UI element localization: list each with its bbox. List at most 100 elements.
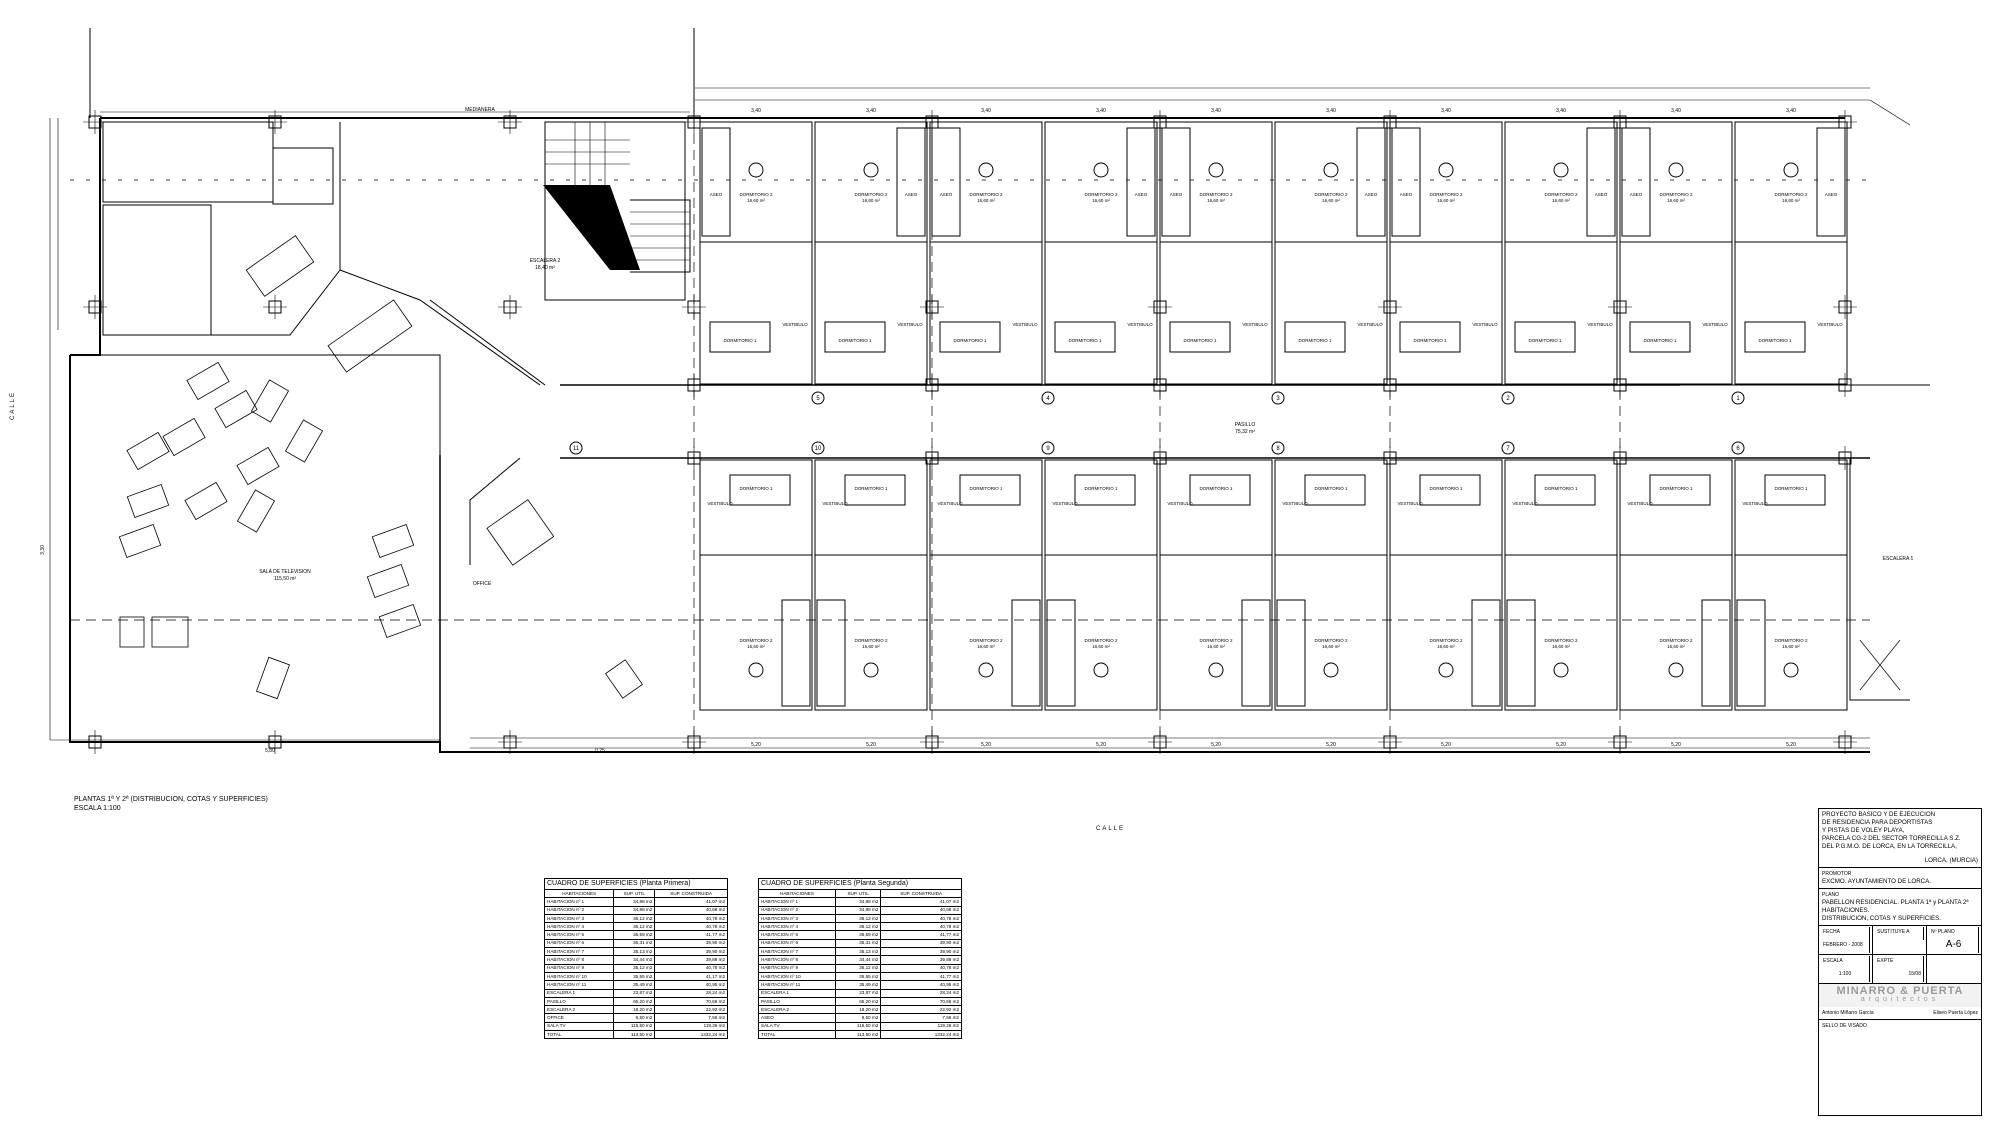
room-label: VESTIBULO xyxy=(1397,501,1423,506)
lamp-symbol xyxy=(748,662,764,678)
axis-bubble xyxy=(1501,391,1515,405)
bath-block xyxy=(896,127,926,237)
table-cell: 22,92 m2 xyxy=(880,1005,962,1015)
room-label: VESTIBULO xyxy=(1817,322,1843,327)
plano-no-value: A-6 xyxy=(1929,940,1979,953)
axis-number: 4 xyxy=(1046,396,1050,402)
promoter-name: EXCMO. AYUNTAMIENTO DE LORCA. xyxy=(1822,878,1931,885)
table-cell: HABITACION nº 10 xyxy=(543,971,615,982)
table-cell: HABITACION nº 8 xyxy=(758,955,836,965)
bed-symbol xyxy=(1054,321,1116,353)
table-cell: HABITACION nº 2 xyxy=(543,905,615,915)
room-area: 16,60 m² xyxy=(862,644,880,649)
room-module-top xyxy=(1159,121,1273,385)
table-cell: HABITACION nº 11 xyxy=(758,980,836,990)
table-header: SUP. UTIL xyxy=(834,888,882,899)
caption-scale: ESCALA 1:100 xyxy=(74,805,121,812)
plan-line-2: HABITACIONES. xyxy=(1822,907,1870,914)
drawing-caption: PLANTAS 1ª Y 2ª (DISTRIBUCION, COTAS Y S… xyxy=(74,795,268,813)
table-cell: HABITACION nº 3 xyxy=(758,913,836,924)
room-module-top xyxy=(1389,121,1503,385)
dimension-label: 5,20 xyxy=(1441,742,1451,748)
table-cell: 65,20 m2 xyxy=(834,996,882,1007)
room-label: DORMITORIO 2 xyxy=(970,638,1003,643)
table-title: CUADRO DE SUPERFICIES (Planta Primera) xyxy=(544,878,728,890)
bath-block xyxy=(816,599,846,707)
bed-symbol xyxy=(1514,321,1576,353)
table-cell: 41,77 m2 xyxy=(880,971,962,982)
table-cell: 35,49 m2 xyxy=(613,980,656,990)
axis-bubble xyxy=(1501,441,1515,455)
table-cell: 7,56 m2 xyxy=(654,1013,728,1023)
dimension-label: 3,40 xyxy=(751,108,761,114)
room-module-top xyxy=(1044,121,1158,385)
table-cell: 35,59 m2 xyxy=(834,930,882,940)
table-cell: 23,87 m2 xyxy=(613,988,656,998)
lamp-symbol xyxy=(1208,662,1224,678)
table-cell: 115,50 m2 xyxy=(613,1021,656,1032)
dimension-label: 0,25 xyxy=(595,748,605,754)
bed-symbol xyxy=(1304,474,1366,506)
table-cell: 40,68 m2 xyxy=(880,905,962,915)
lamp-symbol xyxy=(1668,662,1684,678)
room-label: VESTIBULO xyxy=(782,322,808,327)
bed-symbol xyxy=(824,321,886,353)
room-label: DORMITORIO 1 xyxy=(1315,486,1348,491)
dimension-label: 5,80 xyxy=(265,748,275,754)
room-module-top xyxy=(1734,121,1848,385)
lamp-symbol xyxy=(1323,162,1339,178)
dimension-label: 5,20 xyxy=(1556,742,1566,748)
dimension-label: 3,40 xyxy=(1786,108,1796,114)
table-cell: 39,90 m2 xyxy=(880,947,962,957)
table-cell: HABITACION nº 7 xyxy=(758,947,836,957)
dimension-label: 3,40 xyxy=(1556,108,1566,114)
room-module-bottom xyxy=(929,459,1043,711)
lamp-symbol xyxy=(978,162,994,178)
blank-cell xyxy=(1927,955,1981,983)
meta-grid-1: FECHA FEBRERO - 2008 SUSTITUYE A Nº PLAN… xyxy=(1819,926,1981,955)
table-cell: HABITACION nº 10 xyxy=(758,971,836,982)
room-label: VESTIBULO xyxy=(822,501,848,506)
axis-number: 10 xyxy=(815,446,822,452)
room-area: 16,60 m² xyxy=(1552,198,1570,203)
project-line-3: Y PISTAS DE VOLEY PLAYA, xyxy=(1822,827,1905,834)
table-cell: 115,50 m2 xyxy=(834,1021,882,1032)
promoter-section: PROMOTOR EXCMO. AYUNTAMIENTO DE LORCA. xyxy=(1819,868,1981,889)
room-area: 16,60 m² xyxy=(1437,198,1455,203)
room-area: 16,60 m² xyxy=(1207,644,1225,649)
table-cell: PASILLO xyxy=(543,996,615,1007)
room-area: 16,60 m² xyxy=(1092,198,1110,203)
table-cell: 1332,24 m2 xyxy=(654,1030,728,1040)
room-label: DORMITORIO 1 xyxy=(1414,338,1447,343)
table-cell: 70,66 m2 xyxy=(880,996,962,1007)
room-module-top xyxy=(1619,121,1733,385)
room-label: DORMITORIO 2 xyxy=(1430,192,1463,197)
table-header: SUP. CONSTRUIDA xyxy=(654,888,728,899)
room-module-bottom xyxy=(1389,459,1503,711)
room-label: VESTIBULO xyxy=(1742,501,1768,506)
table-cell: 34,88 m2 xyxy=(613,897,656,907)
table-cell: 35,13 m2 xyxy=(613,947,656,957)
bath-block xyxy=(1391,127,1421,237)
room-label: VESTIBULO xyxy=(897,322,923,327)
room-area: 16,60 m² xyxy=(1667,644,1685,649)
room-label: VESTIBULO xyxy=(1282,501,1308,506)
room-label: VESTIBULO xyxy=(1587,322,1613,327)
room-module-top xyxy=(699,121,813,385)
lamp-symbol xyxy=(1438,162,1454,178)
lamp-symbol xyxy=(1783,162,1799,178)
table-cell: 113,50 m2 xyxy=(613,1030,656,1040)
escala-cell: ESCALA 1:100 xyxy=(1819,955,1873,983)
